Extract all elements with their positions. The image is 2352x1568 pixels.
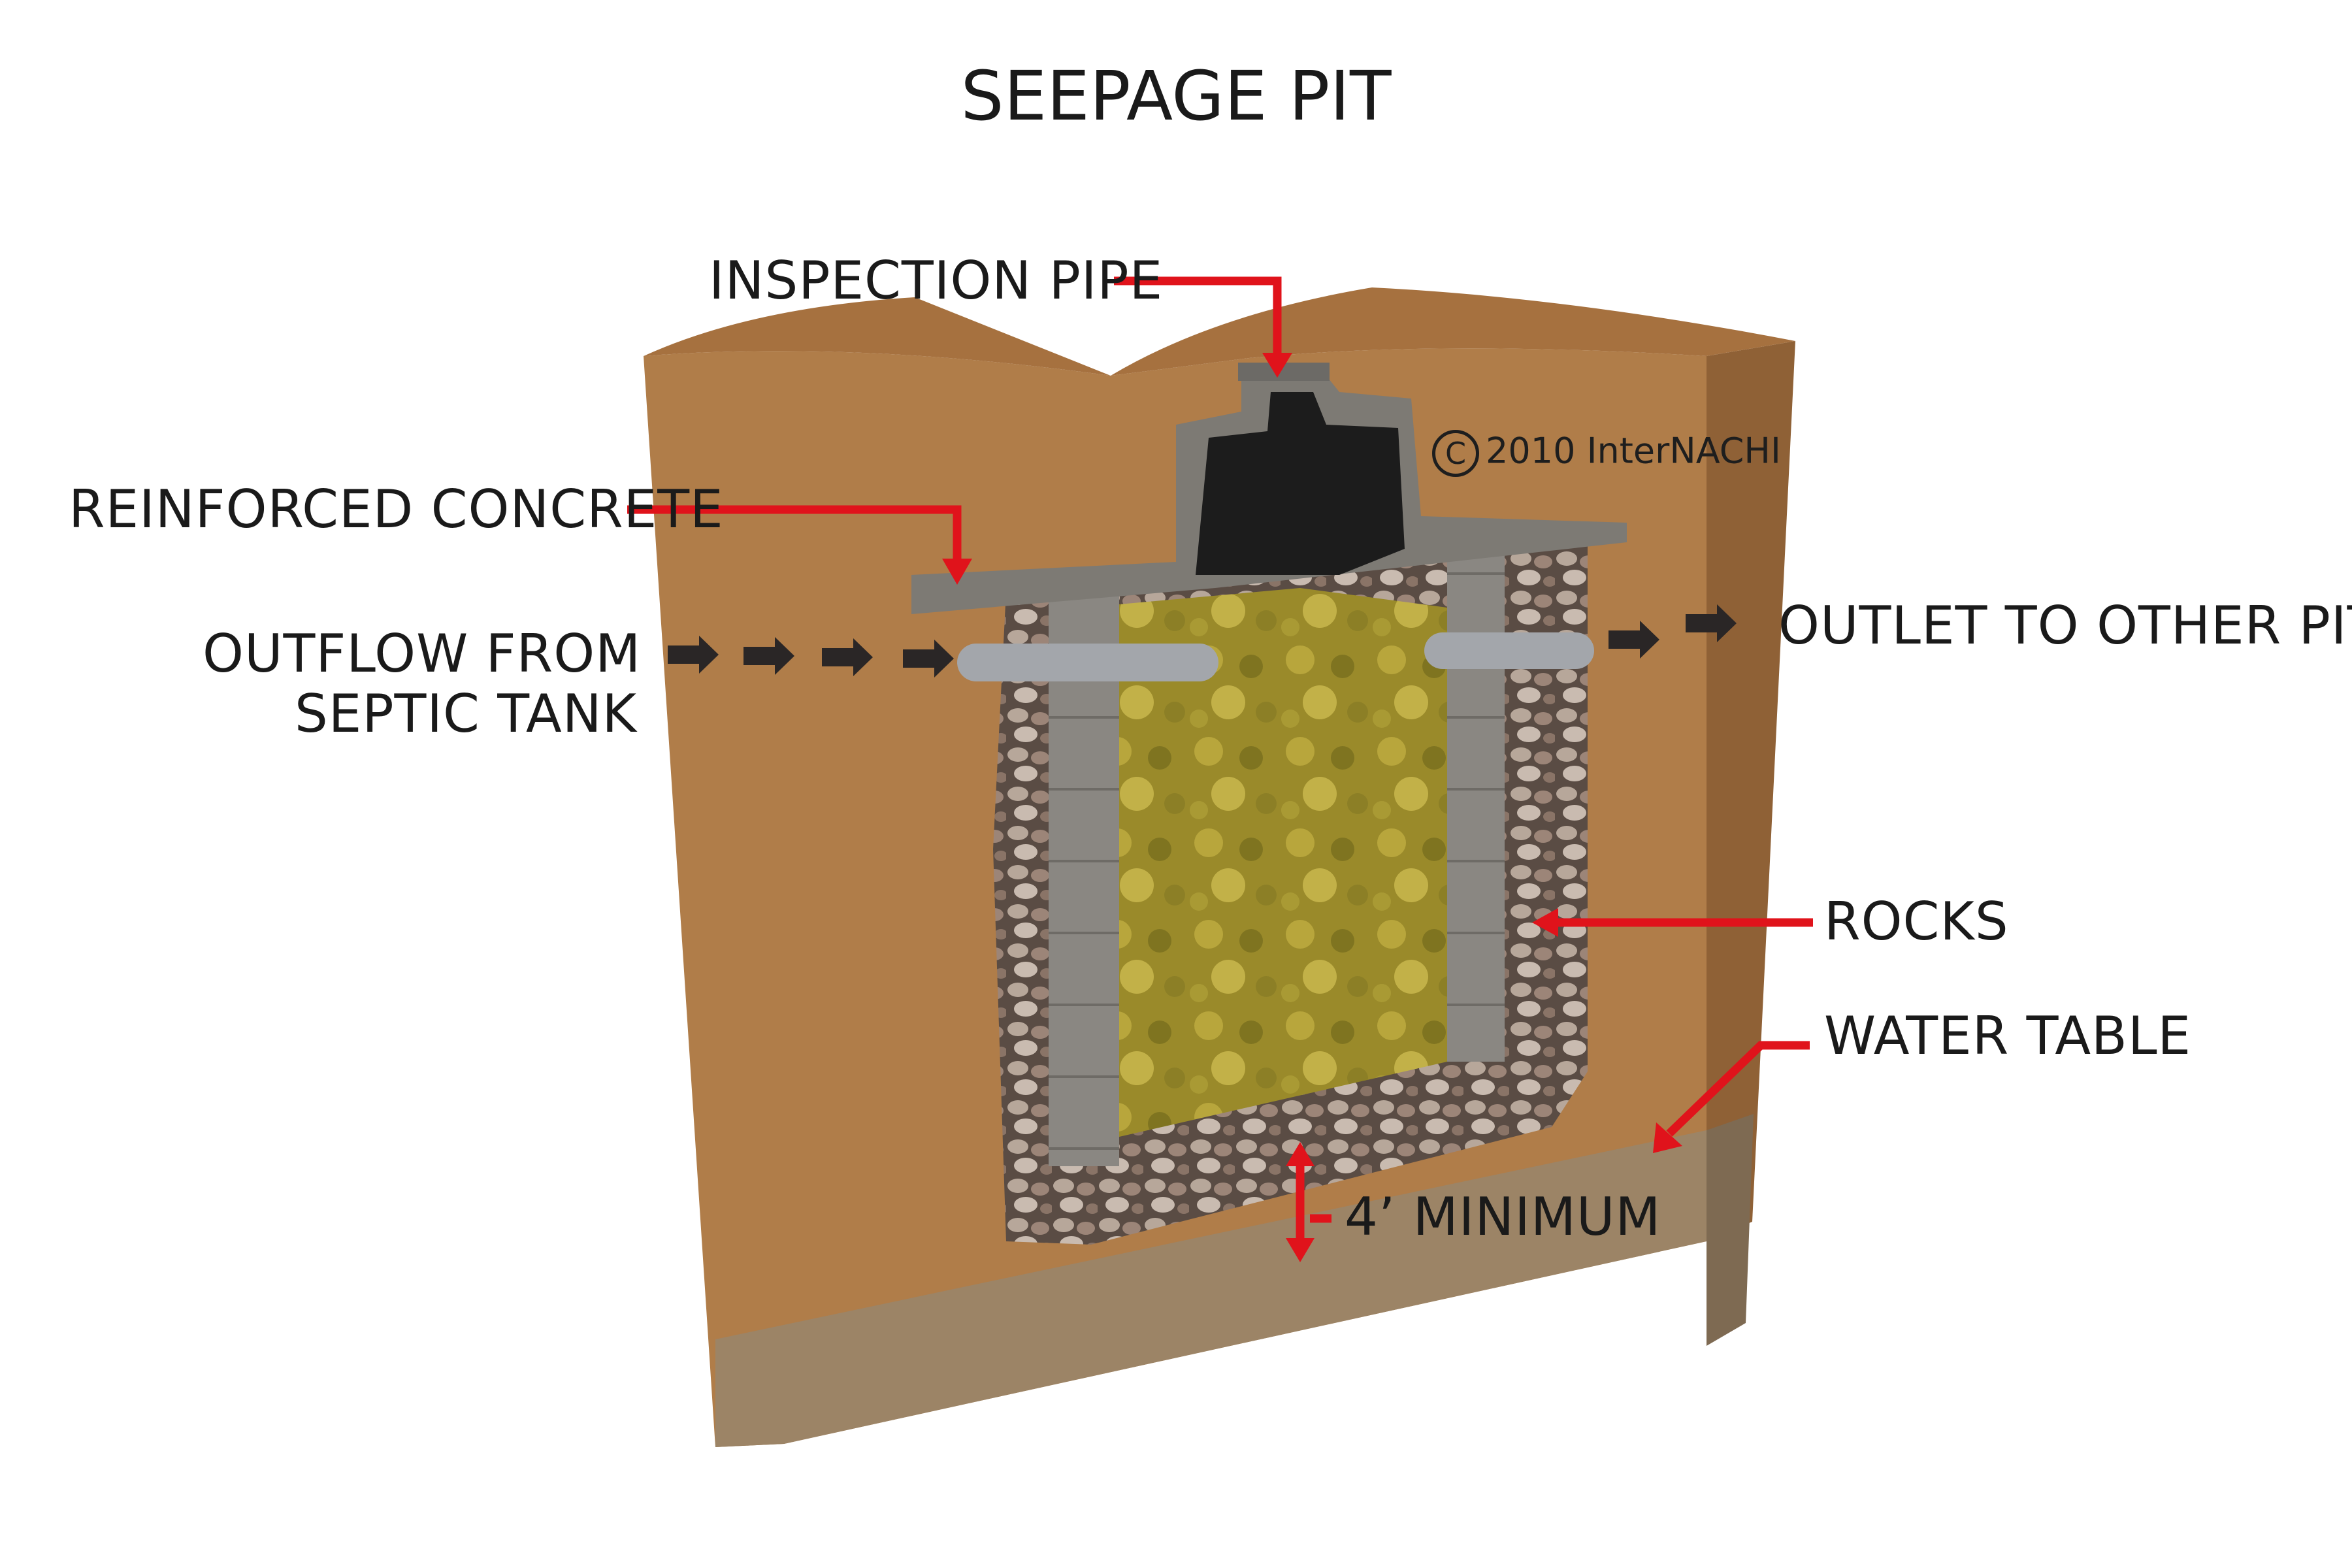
flow-arrow [1609, 621, 1659, 659]
water-table-layer [715, 1130, 1707, 1447]
ground-surface [644, 287, 1795, 376]
lid-chamber [1196, 392, 1405, 575]
gravel-core [1119, 588, 1447, 1137]
leader-lines [627, 276, 1813, 1245]
arrowhead-water-table [1653, 1122, 1682, 1153]
flow-arrow [743, 637, 794, 675]
diagram-title: SEEPAGE PIT [960, 56, 1392, 136]
arrowhead-minimum-bottom [1286, 1238, 1315, 1262]
label-outflow-line2: SEPTIC TANK [294, 683, 637, 744]
copyright-symbol: C [1432, 430, 1479, 477]
inflow-arrows [668, 636, 954, 678]
arrowhead-concrete [942, 559, 972, 585]
arrowhead-minimum-top [1286, 1142, 1315, 1166]
leader-water-table [1666, 1041, 1810, 1137]
flow-arrow [668, 636, 719, 674]
flow-arrow [822, 638, 873, 676]
leader-inspection-pipe [1114, 276, 1282, 356]
label-inspection-pipe: INSPECTION PIPE [709, 250, 1164, 311]
label-outlet-to-other-pits: OUTLET TO OTHER PITS [1778, 595, 2352, 656]
arrowhead-rocks [1532, 908, 1558, 937]
outlet-pipe [1424, 632, 1594, 669]
flow-arrow [903, 640, 954, 678]
soil-side-face [1707, 341, 1795, 1241]
label-water-table: WATER TABLE [1824, 1005, 2192, 1066]
leader-arrowheads [942, 353, 1682, 1262]
flow-arrow [1686, 604, 1737, 642]
arrowhead-inspection [1262, 353, 1292, 378]
water-table-side-face [1707, 1114, 1754, 1346]
label-reinforced-concrete: REINFORCED CONCRETE [69, 479, 724, 540]
label-outflow-line1: OUTFLOW FROM [203, 623, 642, 684]
block-wall-right [1447, 552, 1505, 1062]
block-wall-left [1049, 591, 1119, 1166]
inflow-pipe [957, 644, 1218, 681]
label-rocks: ROCKS [1824, 891, 2009, 952]
leader-reinforced-concrete [627, 505, 962, 562]
outlet-arrows [1609, 604, 1737, 659]
copyright-text: 2010 InterNACHI [1486, 430, 1781, 472]
label-4ft-minimum: 4’ MINIMUM [1345, 1186, 1661, 1247]
